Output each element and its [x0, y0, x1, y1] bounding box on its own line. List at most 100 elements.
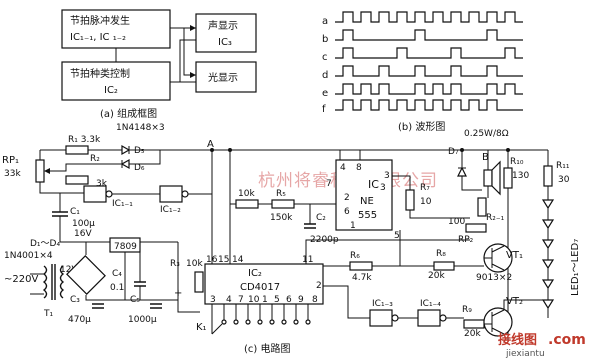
r2-label: R₂: [90, 154, 100, 164]
waveform-c: [335, 47, 523, 59]
ne555-pin-7: 7: [326, 179, 332, 189]
circuit-caption: (c) 电路图: [244, 342, 290, 355]
d7-diode: [457, 166, 467, 177]
r10-value: 130: [512, 171, 529, 181]
r3-resistor: [194, 271, 204, 293]
speaker-spec: 0.25W/8Ω: [464, 129, 509, 139]
block-diagram-caption: (a) 组成框图: [100, 107, 157, 120]
waveform-f: [335, 99, 523, 111]
r7-label: R₇: [420, 183, 430, 193]
ic2-pin-15: 15: [218, 255, 229, 265]
ic2-pin-6: 6: [286, 295, 292, 305]
site-watermark: 接线图 .com jiexiantu: [498, 332, 586, 359]
r7-value: 10: [420, 197, 432, 207]
ic2-pin-7: 7: [238, 295, 244, 305]
r9-value: 20k: [464, 329, 481, 339]
ic2-pin-3: 3: [210, 295, 216, 305]
ne555-pin-5: 5: [394, 231, 400, 241]
pulse-generator-label: 节拍脉冲发生: [70, 14, 130, 27]
speaker: [483, 169, 493, 187]
ic1-1-label: IC₁₋₁: [112, 199, 133, 209]
d5-diode: [121, 144, 131, 156]
site-watermark-sub: jiexiantu: [505, 349, 545, 359]
rp2-label: RP₂: [458, 235, 474, 245]
r9-resistor: [463, 319, 485, 329]
ic1-4-label: IC₁₋₄: [420, 299, 441, 309]
r2-resistor: [65, 175, 89, 185]
ic2-pin-1: 1: [262, 295, 268, 305]
c2-value: 2200p: [310, 235, 339, 245]
ic2-pin-10: 10: [248, 295, 260, 305]
sound-display-block: [195, 13, 257, 53]
bridge-rectifier: [66, 255, 106, 295]
waveform-a: [335, 11, 523, 23]
c5-label: C₅: [130, 295, 140, 305]
r5-value: 150k: [270, 213, 293, 223]
transistor-part: 9013×2: [476, 273, 512, 283]
c1-value: 100μ: [72, 219, 95, 229]
ne555-pin-3: 3: [384, 171, 390, 181]
r10-resistor: [503, 167, 513, 189]
c4-label: C₄: [112, 269, 122, 279]
r8-resistor: [433, 261, 455, 271]
ic3-sub: 3: [380, 183, 386, 193]
c1-voltage: 16V: [74, 229, 92, 239]
c3-label: C₃: [70, 295, 80, 305]
ic3-ne-label: NE: [360, 196, 374, 207]
speaker-label: B: [482, 152, 489, 163]
waveform-e: [335, 83, 523, 95]
r9-label: R₉: [462, 305, 472, 315]
ic1-3-label: IC₁₋₃: [372, 299, 393, 309]
r-100-label: 100: [448, 217, 465, 227]
ic3-555-label: 555: [358, 210, 377, 221]
c3-value: 470μ: [68, 315, 91, 325]
rp1-label: RP₁: [2, 155, 19, 166]
type-control-block: [61, 61, 171, 101]
r8-value: 20k: [428, 271, 445, 281]
sound-display-ic: IC₃: [218, 37, 232, 48]
ic2-pin-4: 4: [226, 295, 232, 305]
r5-label: R₅: [276, 189, 286, 199]
r-100-resistor: [465, 223, 487, 233]
light-display-block: [195, 61, 257, 93]
ne555-pin-8: 8: [356, 163, 362, 173]
wave-label-b: b: [322, 34, 328, 45]
d6-diode: [120, 158, 130, 170]
r10-label: R₁₀: [510, 157, 524, 167]
ne555-pin-4: 4: [340, 163, 346, 173]
bridge-part: 1N4001×4: [4, 251, 53, 261]
rp1-potentiometer: [35, 159, 45, 183]
ic1-1-gate: [83, 185, 107, 203]
ic3-label: IC: [368, 178, 379, 191]
c2-label: C₂: [316, 213, 326, 223]
d7-label: D₇: [448, 147, 459, 157]
wave-label-f: f: [322, 104, 326, 115]
ic2-label: IC₂: [248, 268, 262, 279]
t1-label: T₁: [43, 309, 53, 319]
site-watermark-text: 接线图: [498, 332, 537, 348]
ic2-pin-14: 14: [232, 255, 244, 265]
r6-resistor: [349, 261, 373, 271]
r7-resistor: [405, 189, 415, 211]
type-control-label: 节拍种类控制: [70, 67, 130, 80]
r11-value: 30: [558, 175, 570, 185]
d6-label: D₆: [134, 163, 145, 173]
waveform-diagram: a b c d e f (b) 波形图: [322, 11, 523, 133]
c5-value: 1000μ: [128, 315, 157, 325]
d5-label: D₅: [134, 146, 145, 156]
r11-label: R₁₁: [556, 161, 570, 171]
site-watermark-domain: .com: [548, 332, 586, 348]
waveform-d: [335, 65, 523, 77]
v12-label: 12V: [60, 265, 78, 275]
r4-value: 10k: [238, 189, 255, 199]
regulator-label: 7809: [114, 242, 137, 252]
ne555-pin-6: 6: [344, 207, 350, 217]
waveform-caption: (b) 波形图: [398, 120, 445, 133]
r2-1-label: R₂₋₁: [486, 213, 505, 223]
r2-value: 3k: [96, 179, 108, 189]
diode-part-label: 1N4148×3: [116, 123, 165, 133]
circuit-schematic: A R₁ 3.3k 1N4148×3 D₅ D₆ RP₁ 33k R₂ 3k I…: [2, 123, 581, 355]
r2-1-resistor: [477, 197, 487, 217]
ic2-pin-2: 2: [316, 281, 322, 291]
